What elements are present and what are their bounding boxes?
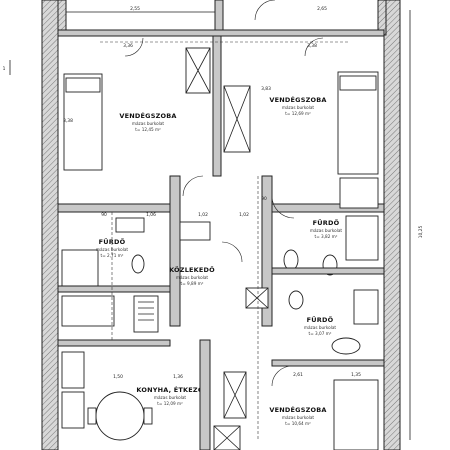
room-sub-kitchen: mázas burkolat	[154, 395, 187, 400]
dim-mid-d: 90	[101, 212, 107, 218]
top-door-swing	[254, 0, 276, 21]
outer-wall-right	[383, 0, 401, 450]
left-mark-text: 1	[3, 66, 6, 72]
room-sub-guest-bottom: mázas burkolat	[282, 415, 315, 420]
bath-left-toilet	[131, 254, 145, 274]
bath-lower-tub	[353, 289, 379, 325]
room-area-bath-right: t= 3,82 m²	[315, 234, 338, 239]
dim-mid-b: 1,02	[239, 212, 249, 218]
room-area-guest-top-right: t= 12,69 m²	[285, 111, 311, 116]
room-name-bath-left: FÜRDŐ	[99, 237, 126, 246]
corridor-shaft-cross	[245, 287, 269, 309]
room-area-corridor: t= 9,89 m²	[181, 281, 204, 286]
door-right-bath	[271, 195, 295, 219]
lower-shaft-cross	[213, 425, 241, 450]
dining-chair-1	[87, 407, 97, 425]
bath-lower-toilet	[288, 290, 304, 310]
corridor-cabinet	[179, 221, 211, 241]
room-sub-guest-top-left: mázas burkolat	[132, 121, 165, 126]
kitchen-counter	[61, 295, 115, 327]
dim-mid-c: 1,06	[146, 212, 156, 218]
door-upper-right	[304, 37, 324, 57]
dim-upper-left-width: 3,36	[123, 43, 133, 49]
bath-right-shower	[339, 177, 379, 209]
room-name-bath-right: FÜRDŐ	[313, 218, 340, 227]
bath-left-tub	[61, 249, 99, 291]
dim-kitchen-width: 1,50	[113, 374, 123, 380]
upper-partition	[212, 35, 222, 177]
bath-lower-sink	[331, 337, 361, 355]
dim-mid-a: 1,02	[198, 212, 208, 218]
door-lower-right	[271, 365, 293, 387]
room-area-bath-lower: t= 3,07 m²	[309, 331, 332, 336]
dim-left-height: 3,38	[63, 118, 73, 124]
dim-lower-a: 2,61	[293, 372, 303, 378]
dim-upper-right-width: 3,38	[307, 43, 317, 49]
dim-lower-b: 1,35	[351, 372, 361, 378]
lower-column	[199, 339, 211, 450]
bed-lower-right	[333, 379, 379, 450]
bath-left-sink	[115, 217, 145, 233]
shaft-2-cross	[223, 85, 251, 153]
mid-column-left	[169, 175, 181, 327]
door-corridor-left	[182, 175, 204, 197]
bath-right-toilet-1	[283, 249, 299, 271]
room-name-kitchen: KONYHA, ÉTKEZŐ	[136, 385, 203, 394]
door-corridor-mid	[221, 241, 243, 263]
room-sub-corridor: mázas burkolat	[176, 275, 209, 280]
dim-mid-e: 90	[261, 196, 267, 202]
bath-right-wall	[271, 267, 385, 275]
room-name-guest-bottom: VENDÉGSZOBA	[269, 405, 326, 414]
room-sub-guest-top-right: mázas burkolat	[282, 105, 315, 110]
room-sub-bath-lower: mázas burkolat	[304, 325, 337, 330]
bath-left-wall	[57, 285, 171, 293]
top-band	[57, 29, 385, 37]
dim-kitchen-width-2: 1,36	[173, 374, 183, 380]
dining-chair-2	[143, 407, 153, 425]
dim-top-left: 2,55	[130, 6, 140, 12]
kitchen-unit	[61, 351, 85, 389]
outer-wall-left	[41, 0, 59, 450]
kitchen-shaft-cross	[223, 371, 247, 419]
top-partition	[214, 0, 224, 35]
bath-right-tub	[345, 215, 379, 261]
room-area-bath-left: t= 2,71 m²	[101, 253, 124, 258]
room-area-guest-bottom: t= 10,64 m²	[285, 421, 311, 426]
mid-wall-left	[57, 203, 179, 213]
kitchen-stove-grid	[138, 301, 154, 321]
dim-overall-right: 10,25	[418, 226, 424, 239]
room-name-guest-top-left: VENDÉGSZOBA	[119, 111, 176, 120]
bed-upper-right-pillow	[339, 75, 377, 91]
mid-column-right	[261, 175, 273, 327]
bed-upper-left-pillow	[65, 77, 101, 93]
shaft-1-cross	[185, 47, 211, 94]
room-name-guest-top-right: VENDÉGSZOBA	[269, 95, 326, 104]
dim-right-height: 3,83	[261, 86, 271, 92]
room-area-kitchen: t= 12,09 m²	[157, 401, 183, 406]
room-area-guest-top-left: t= 12,45 m²	[135, 127, 161, 132]
dim-top-right: 2,65	[317, 6, 327, 12]
room-sub-bath-right: mázas burkolat	[310, 228, 343, 233]
kitchen-wall	[57, 339, 171, 347]
door-upper-left	[124, 37, 144, 57]
room-name-corridor: KÖZLEKEDŐ	[169, 265, 215, 274]
room-name-bath-lower: FÜRDŐ	[307, 315, 334, 324]
dining-table	[95, 391, 145, 441]
bath-lower-wall	[271, 359, 385, 367]
kitchen-unit-2	[61, 391, 85, 429]
